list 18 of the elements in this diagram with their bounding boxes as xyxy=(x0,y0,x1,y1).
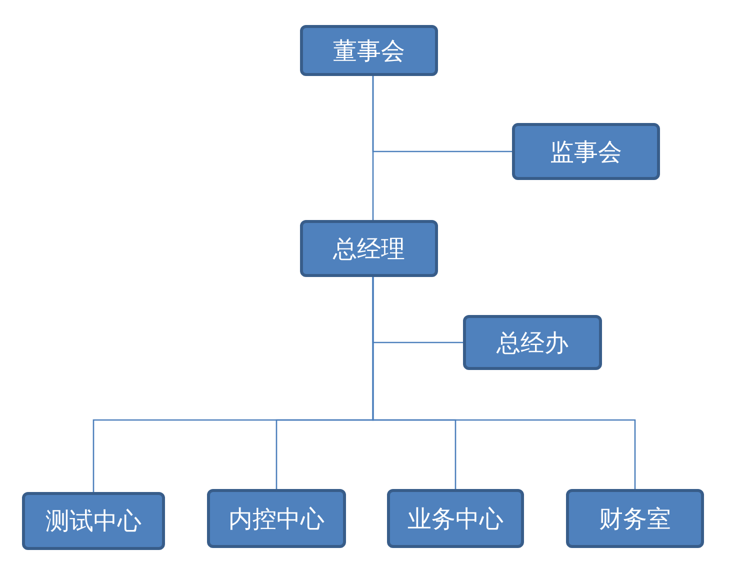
org-unit-box xyxy=(207,489,346,548)
org-unit-box xyxy=(463,315,602,370)
org-unit-box xyxy=(22,492,165,550)
unit-name: 内控中心 xyxy=(228,504,324,534)
connector-line xyxy=(372,76,512,152)
org-unit-box xyxy=(300,220,438,277)
unit-name: 测试中心 xyxy=(46,506,142,537)
unit-name: 总经办 xyxy=(496,328,568,358)
org-unit-box xyxy=(300,25,438,76)
unit-name: 业务中心 xyxy=(408,504,504,534)
unit-name: 董事会 xyxy=(333,36,405,66)
org-unit-box xyxy=(512,123,660,180)
org-unit-box xyxy=(387,489,524,548)
org-unit-box xyxy=(566,489,704,548)
unit-name: 总经理 xyxy=(333,234,405,264)
unit-name: 财务室 xyxy=(599,504,671,534)
connector-line xyxy=(372,277,636,489)
unit-name: 监事会 xyxy=(550,136,622,168)
